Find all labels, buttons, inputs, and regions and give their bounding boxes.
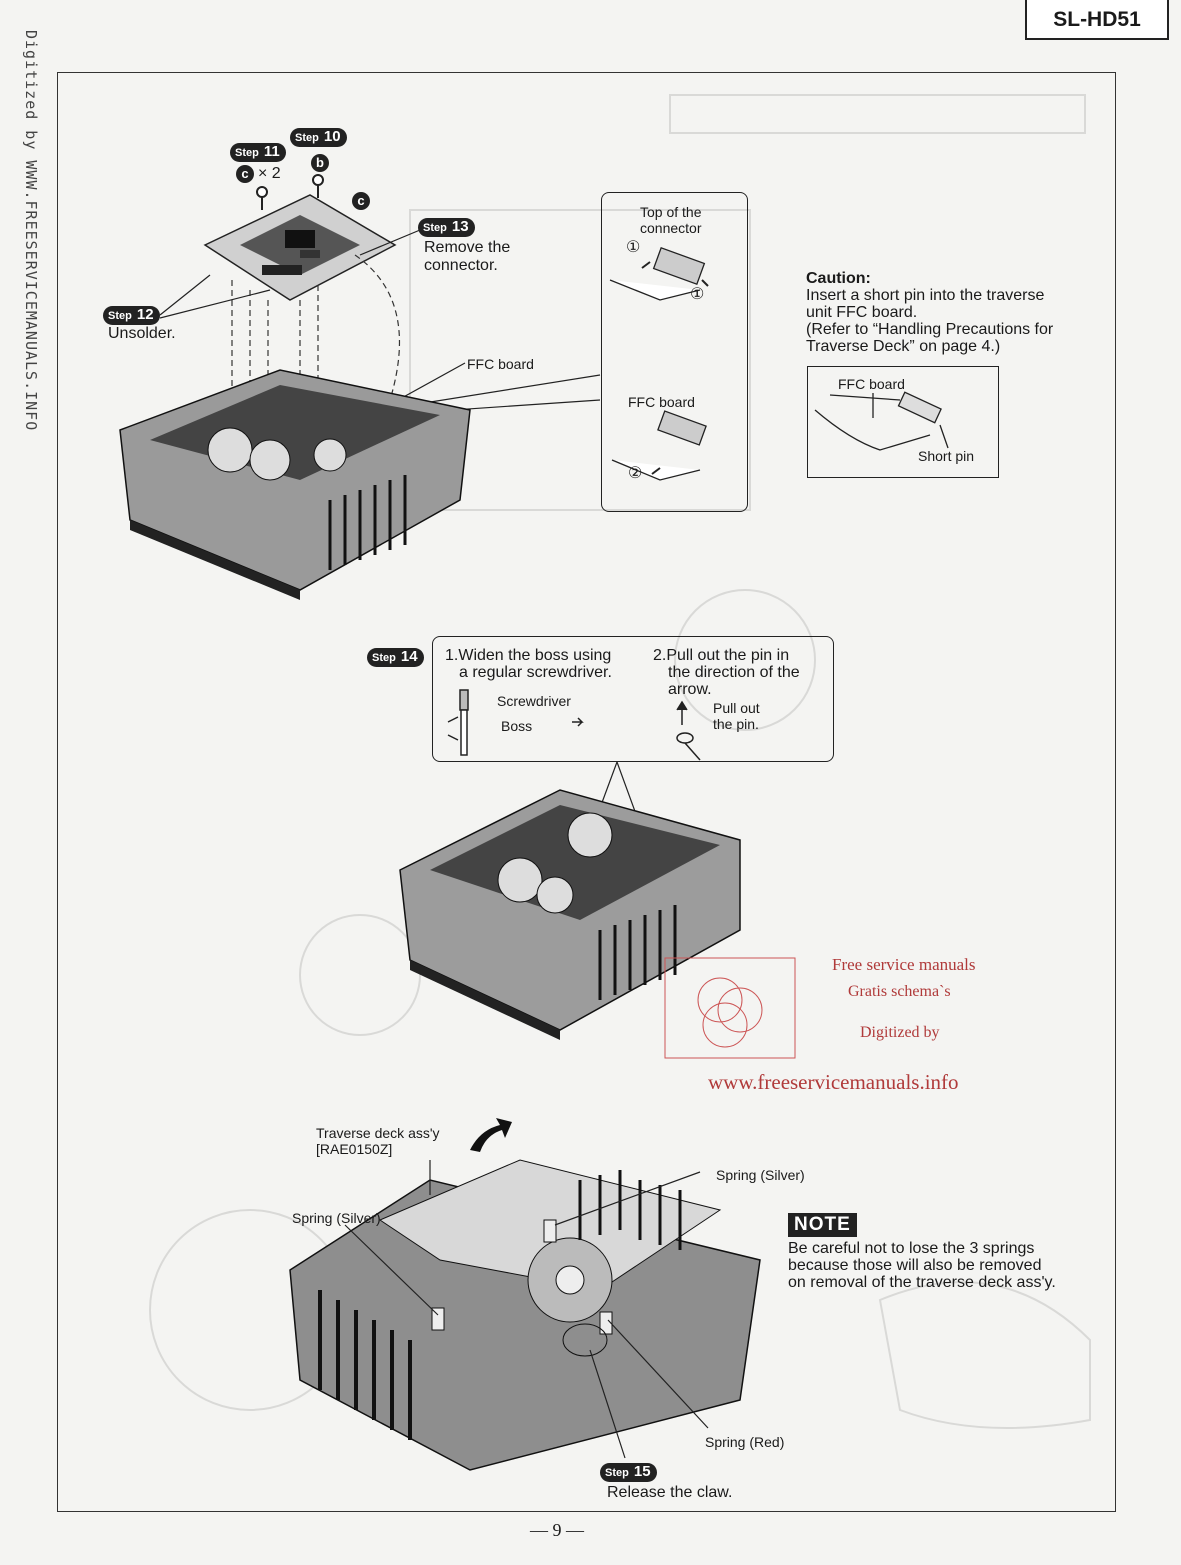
step-number: 13 — [451, 218, 469, 235]
step-number: 14 — [400, 648, 418, 665]
pull-out-line2: the pin. — [713, 716, 759, 732]
step-prefix: Step — [295, 132, 319, 144]
step-11-badge: Step 11 — [230, 143, 286, 162]
inset-top-line2: connector — [640, 220, 702, 236]
watermark-url: www.freeservicemanuals.info — [708, 1070, 959, 1094]
caution-line2: unit FFC board. — [806, 304, 918, 321]
release-claw-label: Release the claw. — [607, 1484, 733, 1501]
page-number: — 9 — — [530, 1520, 584, 1540]
pull-out-line1: Pull out — [713, 700, 760, 716]
caution-line3: (Refer to “Handling Precautions for — [806, 321, 1054, 338]
step-10-badge: Step 10 — [290, 128, 347, 147]
step-number: 15 — [633, 1463, 651, 1480]
step14-right-line2: the direction of the — [668, 664, 800, 681]
pcb-board-drawing — [203, 194, 397, 301]
ghost-box — [669, 94, 1086, 134]
step-13-badge: Step 13 — [418, 218, 475, 237]
traverse-deck-line2: [RAE0150Z] — [316, 1141, 393, 1157]
connector-inset-box — [601, 192, 748, 512]
unsolder-label: Unsolder. — [108, 325, 176, 342]
step-15-badge: Step 15 — [600, 1463, 657, 1482]
inset-num-1: ① — [626, 239, 641, 256]
screw-c-marker: c — [236, 165, 254, 183]
step14-right-line1: 2.Pull out the pin in — [653, 647, 790, 664]
screw-c-count: × 2 — [258, 165, 281, 182]
step-number: 12 — [136, 306, 154, 323]
inset-num-1b: ① — [690, 286, 705, 303]
step-number: 11 — [263, 143, 280, 160]
remove-connector-line1: Remove the — [424, 239, 511, 256]
caution-line4: Traverse Deck” on page 4.) — [806, 338, 1001, 355]
screwdriver-label: Screwdriver — [497, 693, 571, 709]
screw-b-marker: b — [311, 154, 329, 172]
page-frame — [57, 72, 1116, 1512]
spring-silver-left: Spring (Silver) — [292, 1210, 381, 1226]
step14-right-line3: arrow. — [668, 681, 712, 698]
watermark-line3: Digitized by — [860, 1024, 940, 1041]
traverse-deck-line1: Traverse deck ass'y — [316, 1125, 440, 1141]
step-14-badge: Step 14 — [367, 648, 424, 667]
short-pin-drawing — [814, 391, 949, 451]
note-badge: NOTE — [788, 1213, 857, 1237]
inset-top-line1: Top of the — [640, 204, 702, 220]
side-digitized-text: Digitized by WWW.FREESERVICEMANUALS.INFO — [22, 30, 40, 432]
watermark-line1: Free service manuals — [832, 955, 976, 974]
ffc-board-label: FFC board — [467, 356, 534, 372]
spring-red: Spring (Red) — [705, 1434, 785, 1450]
step14-left-line2: a regular screwdriver. — [459, 664, 612, 681]
watermark-graphic — [664, 957, 796, 1059]
step14-left-line1: 1.Widen the boss using — [445, 647, 612, 664]
caution-title: Caution: — [806, 270, 871, 287]
watermark-line2: Gratis schema`s — [848, 983, 951, 1000]
note-line3: on removal of the traverse deck ass'y. — [788, 1274, 1056, 1291]
spring-silver-right: Spring (Silver) — [716, 1167, 805, 1183]
step-prefix: Step — [605, 1467, 629, 1479]
screws-drawing — [256, 174, 324, 210]
lift-arrow — [470, 1118, 512, 1152]
remove-connector-line2: connector. — [424, 257, 498, 274]
connector-inset-drawing — [609, 246, 709, 481]
step-prefix: Step — [372, 652, 396, 664]
step-number: 10 — [323, 128, 341, 145]
inset-ffc-board: FFC board — [628, 394, 695, 410]
caution-ffc-board: FFC board — [838, 376, 905, 392]
step-prefix: Step — [108, 310, 132, 322]
short-pin-box — [807, 366, 999, 478]
boss-label: Boss — [501, 718, 533, 734]
step-prefix: Step — [423, 222, 447, 234]
caution-short-pin: Short pin — [918, 448, 975, 464]
traverse-deck-drawing-1 — [119, 369, 471, 600]
step-12-badge: Step 12 — [103, 306, 160, 325]
traverse-deck-drawing-3 — [289, 1159, 761, 1471]
traverse-deck-drawing-2 — [399, 789, 741, 1040]
inset-num-2: ② — [628, 465, 643, 482]
step14-instruction-box — [432, 636, 834, 762]
step-prefix: Step — [235, 147, 259, 159]
note-line2: because those will also be removed — [788, 1257, 1042, 1274]
screw-c-marker-2: c — [352, 192, 370, 210]
step14-icons — [447, 689, 701, 761]
caution-line1: Insert a short pin into the traverse — [806, 287, 1045, 304]
note-line1: Be careful not to lose the 3 springs — [788, 1240, 1035, 1257]
model-number: SL-HD51 — [1025, 0, 1169, 40]
